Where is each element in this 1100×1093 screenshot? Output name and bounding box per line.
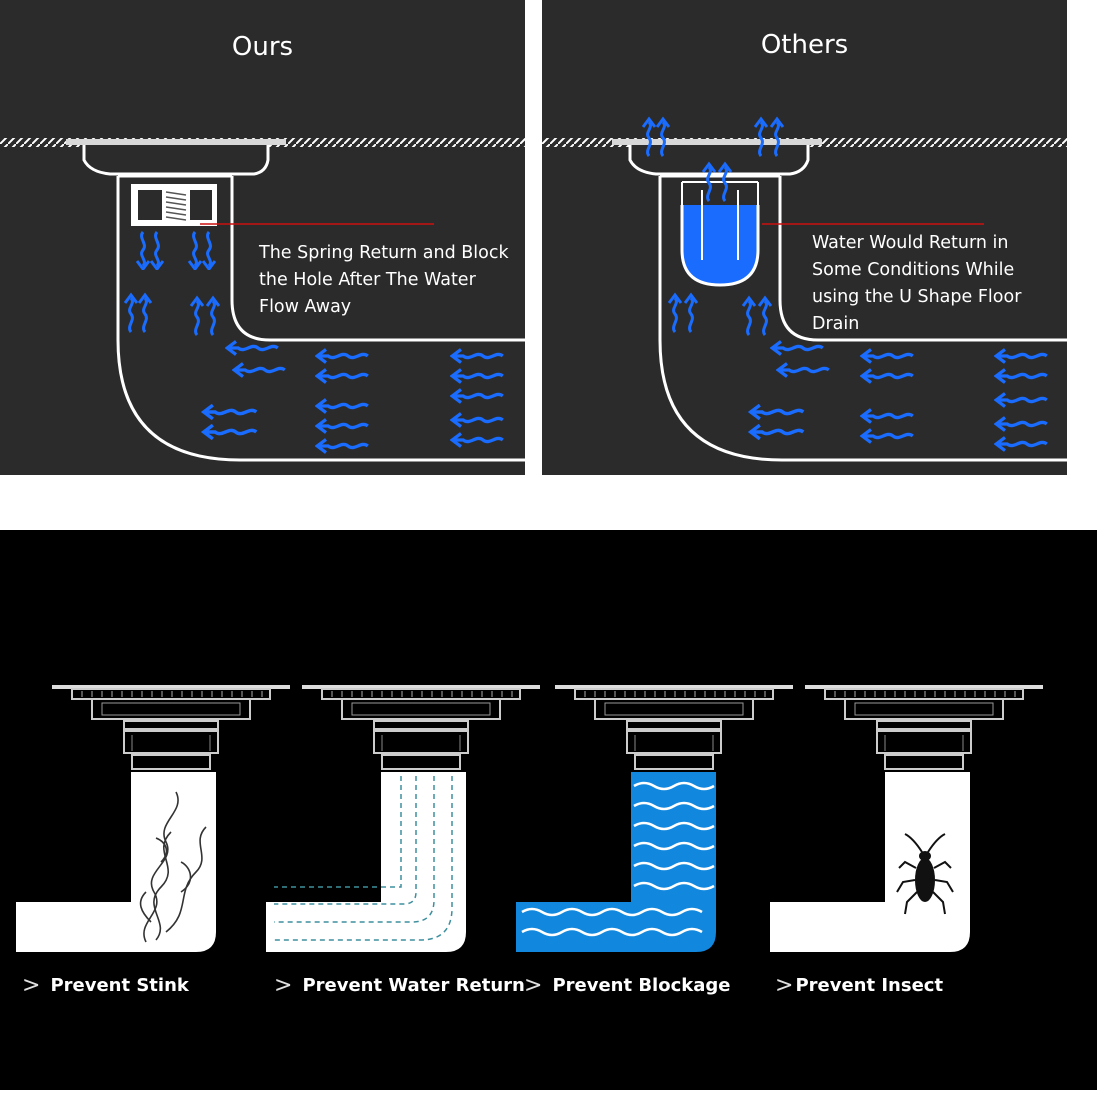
feature-label-text: Prevent Blockage (552, 975, 731, 996)
drain-head-2 (301, 684, 541, 770)
drain-grate (66, 139, 286, 145)
flow-up-arrow (125, 295, 137, 332)
pipe-water-return (266, 772, 466, 952)
pipe-insect (770, 772, 970, 952)
water-waves-icon (521, 781, 715, 937)
drain-cover (628, 140, 810, 176)
caption-ours: The Spring Return and Block the Hole Aft… (259, 243, 509, 317)
chevron-right-icon: > (22, 973, 41, 998)
cockroach-icon (896, 833, 954, 915)
pipe-outer (116, 176, 525, 462)
feature-label-text: Prevent Water Return (302, 975, 525, 996)
pipe-inner (230, 176, 525, 342)
flow-down-arrow (136, 230, 150, 270)
flow-left-arrows (201, 340, 505, 454)
caption-others: Water Would Return in Some Conditions Wh… (812, 233, 1022, 334)
feature-panel: > Prevent Stink > Prevent Water Return >… (0, 530, 1097, 1090)
pipe-stink (16, 772, 216, 952)
feature-label-text: Prevent Stink (50, 975, 189, 996)
chevron-right-icon: > (524, 973, 543, 998)
panel-title-ours: Ours (231, 32, 294, 62)
drain-head-3 (554, 684, 794, 770)
u-shape-trap (680, 205, 760, 287)
pipe-blockage (516, 772, 716, 952)
flow-left-arrows (748, 340, 1049, 452)
drain-head-1 (51, 684, 291, 770)
others-drain-diagram (542, 0, 1067, 462)
drain-grate (612, 139, 822, 145)
panel-title-others: Others (760, 30, 849, 60)
spring-icon (165, 191, 187, 221)
feature-label-text: Prevent Insect (795, 975, 944, 996)
feature-prevent-water-return: > Prevent Water Return (274, 973, 525, 998)
drain-cover (82, 140, 270, 176)
ours-drain-diagram (0, 138, 525, 462)
panel-ours: Ours The Spring Return and Block the Hol… (0, 0, 525, 475)
chevron-right-icon: > (775, 973, 794, 998)
drain-head-4 (804, 684, 1044, 770)
smoke-icon (139, 791, 207, 943)
feature-prevent-stink: > Prevent Stink (22, 973, 189, 998)
feature-prevent-blockage: > Prevent Blockage (524, 973, 730, 998)
pipe-inner (778, 176, 1067, 342)
chevron-right-icon: > (274, 973, 293, 998)
feature-prevent-insect: > Prevent Insect (775, 973, 943, 998)
feature-drains (16, 684, 1044, 952)
pipe-outer (658, 176, 1067, 462)
airflow-lines-icon (274, 776, 453, 941)
panel-others: Others Water Would Return in Some Condit… (542, 0, 1067, 475)
